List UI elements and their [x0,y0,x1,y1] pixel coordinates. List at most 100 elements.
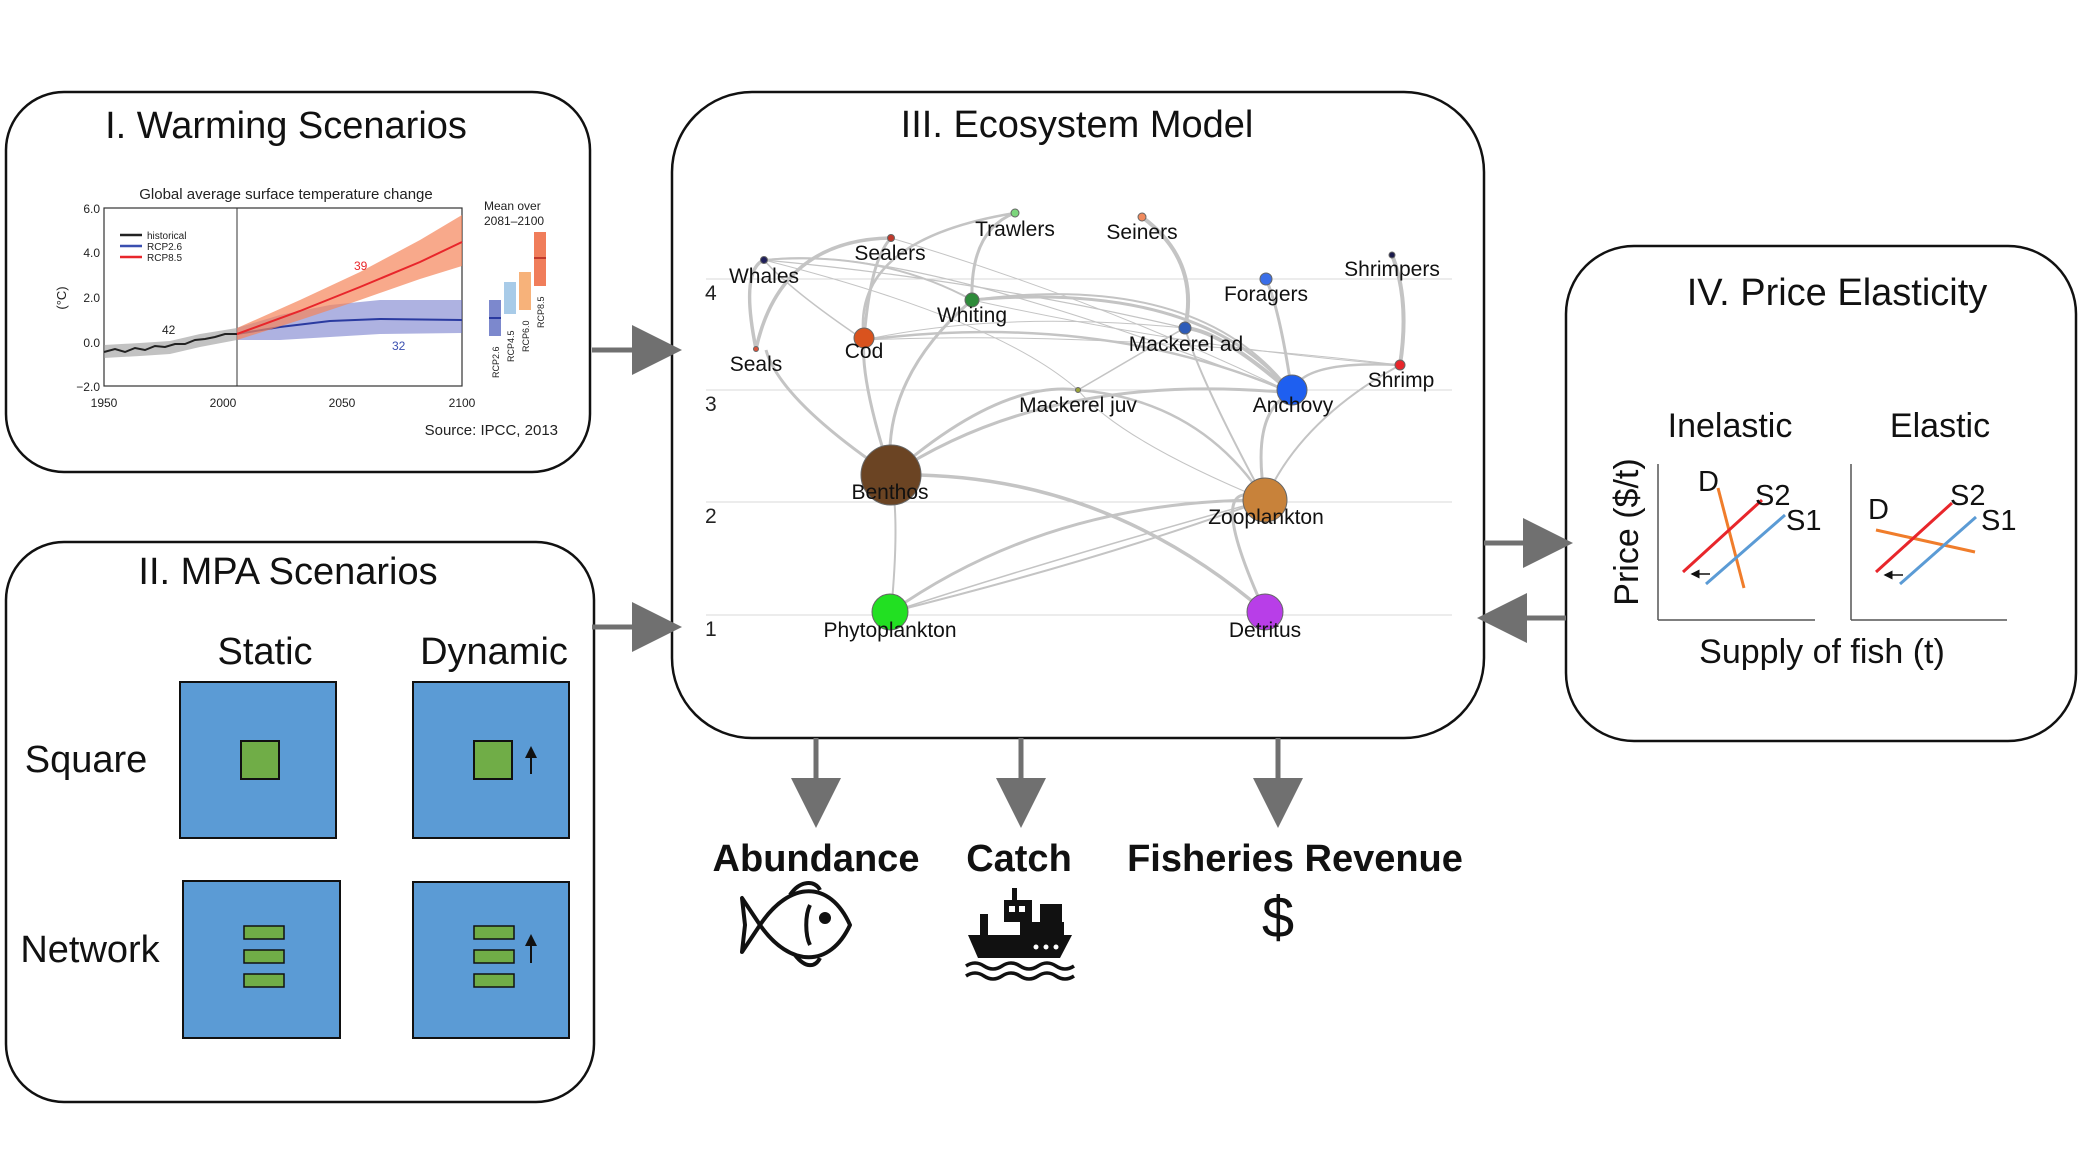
panel-ecosystem-model: III. Ecosystem Model 1 2 3 4 [670,90,1486,740]
node-detritus [1246,593,1284,631]
model-outputs: Abundance Catch Fisheries Revenue [713,838,1463,981]
y-ticks: 6.0 4.0 2.0 0.0 −2.0 [76,202,100,394]
mean-bar-rcp45 [504,282,516,314]
node-label: Sealers [854,242,925,265]
supply2-curve [1874,501,1954,574]
panel-warming-scenarios: I. Warming Scenarios Global average surf… [4,90,592,474]
rcp85-line [236,241,463,335]
bar-label-rcp85: RCP8.5 [536,296,546,328]
trophic-level-label: 2 [705,505,717,528]
panel-title: IV. Price Elasticity [1687,272,1988,314]
legend-historical: historical [147,231,186,242]
mpa-dynamic-square [412,681,570,839]
node-label: Shrimp [1368,369,1435,392]
label-inelastic: Inelastic [1668,407,1793,445]
panel-price-elasticity: IV. Price Elasticity Inelastic Elastic P… [1564,244,2078,743]
rcp85-band [237,215,462,340]
output-revenue: Fisheries Revenue [1127,838,1463,880]
node-label: Mackerel ad [1129,333,1243,356]
panel-title: II. MPA Scenarios [138,551,437,593]
mean-label-2: 2081–2100 [484,214,544,228]
supply2-curve [1681,498,1764,574]
fishing-boat-icon [965,888,1075,981]
fish-icon [740,881,852,968]
temperature-chart: Global average surface temperature chang… [54,186,558,439]
food-web-labels: Whales Sealers Trawlers Seiners Shrimper… [729,218,1440,642]
node-seiners [1137,212,1147,222]
node-cod [853,327,875,349]
panel-title: III. Ecosystem Model [901,104,1254,146]
chart-plot-area [103,207,463,387]
chart-source: Source: IPCC, 2013 [425,422,558,439]
mpa-static-network [182,880,341,1039]
demand-curve [1716,487,1746,589]
chart-legend: historical RCP2.6 RCP8.5 [120,231,186,264]
mpa-area [243,973,285,988]
curve-label-d: D [1698,466,1719,498]
mpa-area [243,949,285,964]
trophic-level-label: 4 [705,282,717,305]
y-tick: 0.0 [83,336,100,350]
historical-line [103,333,237,354]
legend-rcp85: RCP8.5 [147,253,182,264]
node-label: Phytoplankton [823,619,956,642]
historical-band [104,328,237,358]
node-label: Detritus [1229,619,1301,642]
trophic-level-label: 1 [705,618,717,641]
bar-label-rcp45: RCP4.5 [506,330,516,362]
curve-label-s1: S1 [1981,505,2016,537]
bar-label-rcp60: RCP6.0 [521,320,531,352]
y-tick: −2.0 [76,380,100,394]
annotation-historical: 42 [162,323,176,337]
curve-label-s2: S2 [1755,480,1790,512]
node-label: Seals [730,353,783,376]
node-label: Shrimpers [1344,258,1440,281]
node-label: Benthos [851,481,928,504]
annotation-rcp26: 32 [392,339,406,353]
node-label: Whales [729,265,799,288]
chart-title: Global average surface temperature chang… [139,186,433,203]
mpa-area [240,740,280,780]
node-seals [753,346,759,352]
node-foragers [1259,272,1273,286]
supply1-curve [1899,515,1977,586]
x-tick: 1950 [91,396,118,410]
node-whiting [964,292,980,308]
legend-rcp26: RCP2.6 [147,242,182,253]
panel-title: I. Warming Scenarios [105,105,467,147]
x-ticks: 1950 2000 2050 2100 [91,396,476,410]
curve-label-s2: S2 [1950,480,1985,512]
node-label: Seiners [1106,221,1177,244]
mpa-area [473,740,513,780]
x-tick: 2100 [449,396,476,410]
node-sealers [887,234,895,242]
mpa-area [473,949,515,964]
food-web-nodes [753,208,1406,631]
mpa-dynamic-network [412,881,570,1039]
x-tick: 2000 [210,396,237,410]
annotation-rcp85: 39 [354,259,368,273]
node-label: Foragers [1224,283,1308,306]
column-label-dynamic: Dynamic [420,631,568,673]
node-phytoplankton [871,593,909,631]
panel-mpa-scenarios: II. MPA Scenarios Static Dynamic Square … [4,540,596,1104]
bar-label-rcp26: RCP2.6 [491,346,501,378]
label-elastic: Elastic [1890,407,1990,445]
mpa-static-square [179,681,337,839]
chart-ylabel: (°C) [54,286,69,309]
y-tick: 2.0 [83,291,100,305]
node-shrimp [1394,359,1406,371]
row-label-network: Network [20,929,160,971]
row-label-square: Square [25,739,148,781]
output-catch: Catch [966,838,1072,880]
x-tick: 2050 [329,396,356,410]
node-benthos [860,444,922,506]
y-tick: 6.0 [83,202,100,216]
mpa-area [243,925,285,940]
trophic-level-label: 3 [705,393,717,416]
node-shrimpers [1388,251,1396,259]
node-mackerel-juvenile [1075,387,1081,393]
supply1-curve [1705,513,1786,586]
node-whales [760,256,768,264]
